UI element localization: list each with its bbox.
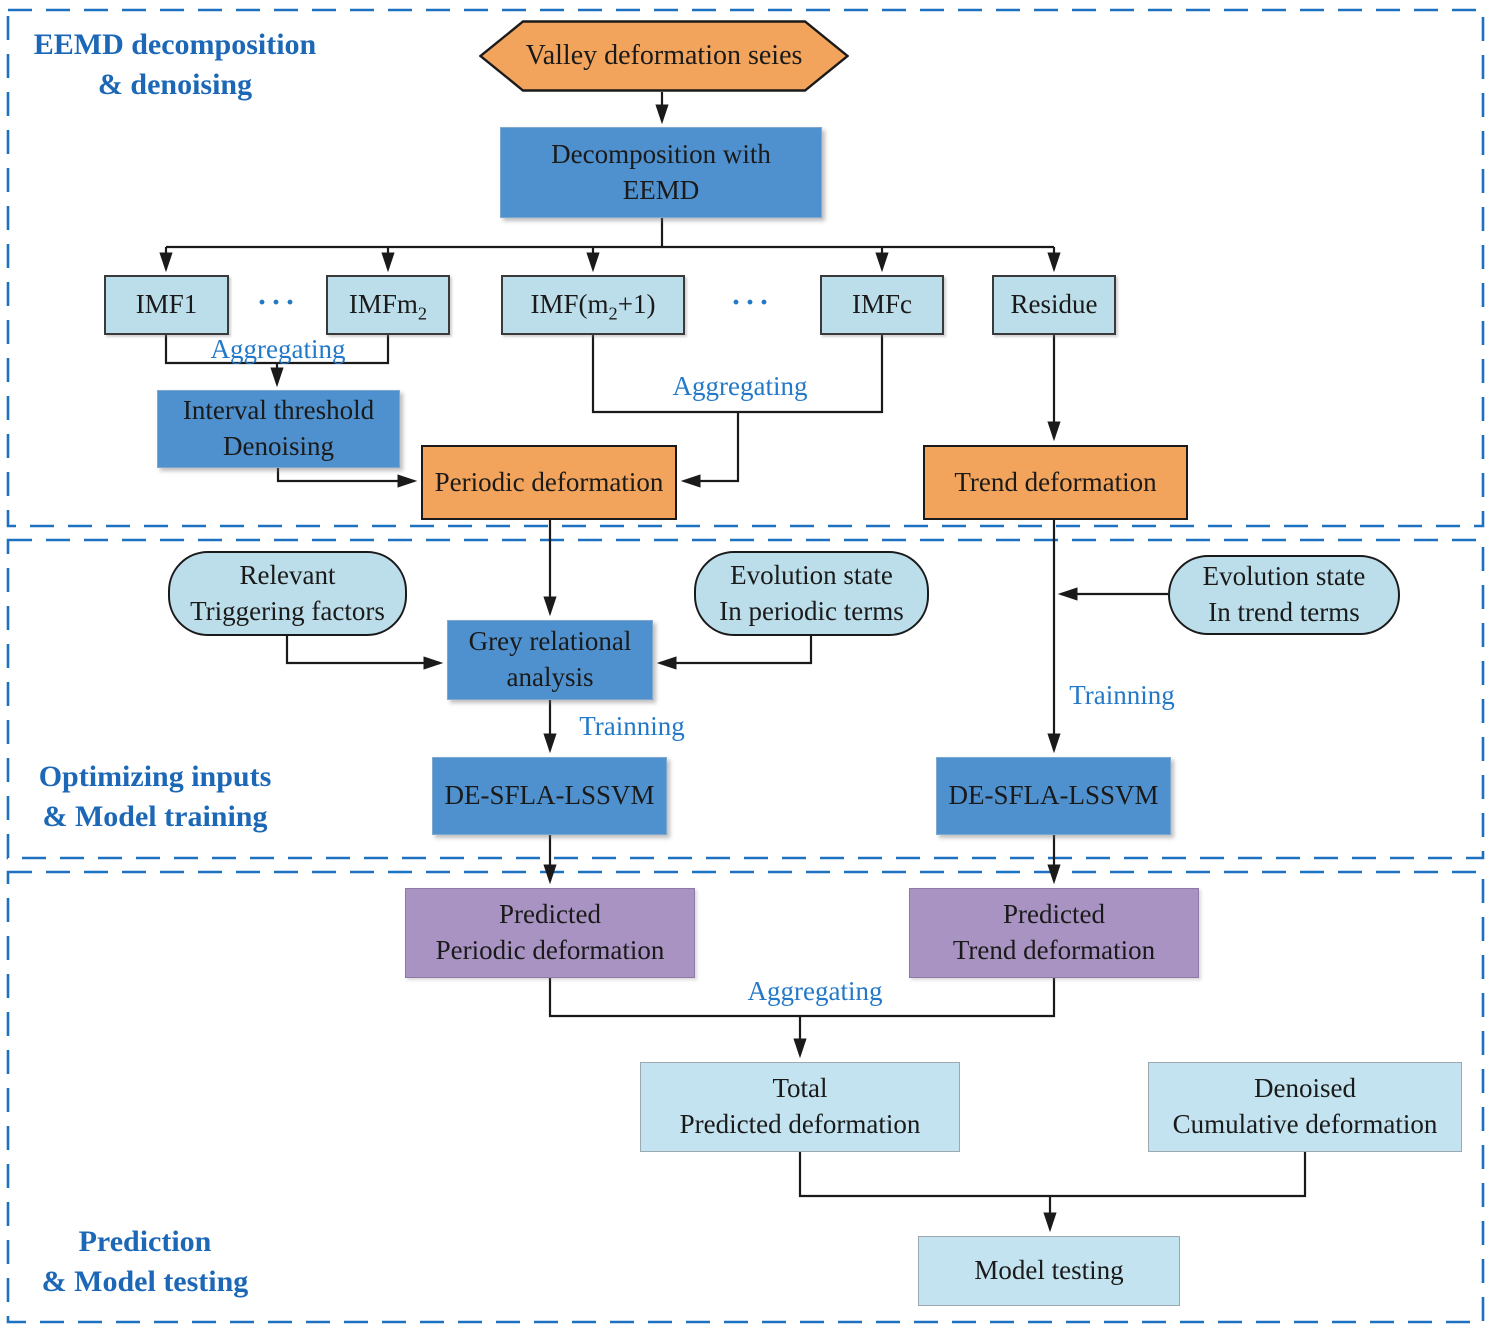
node-label: Model testing (974, 1255, 1124, 1286)
node-trend-deformation: Trend deformation (923, 445, 1188, 520)
section-label-line: & Model testing (41, 1264, 249, 1298)
node-label: Trend deformation (954, 466, 1157, 497)
wire-predicted-merge (548, 978, 1056, 1018)
node-imfm2: IMFm2 (326, 275, 450, 335)
section1-border (6, 8, 1485, 528)
node-label: DE-SFLA-LSSVM (948, 780, 1159, 811)
hexagon-shape (479, 20, 849, 92)
dots-text: ··· (730, 286, 773, 319)
node-label-line: Predicted (499, 899, 601, 930)
section-label-line: Prediction (78, 1225, 212, 1258)
wire-total-denoised-merge (798, 1152, 1307, 1198)
node-denoised-cumulative-deformation: Denoised Cumulative deformation (1148, 1062, 1462, 1152)
node-label: IMF(m2+1) (530, 289, 656, 324)
section2-border (6, 538, 1485, 860)
node-de-sfla-lssvm-left: DE-SFLA-LSSVM (432, 757, 667, 835)
node-predicted-periodic-deformation: Predicted Periodic deformation (405, 888, 695, 978)
ellipsis-dots-left: ··· (248, 286, 308, 319)
section-label-eemd: EEMD decomposition & denoising (15, 25, 335, 105)
node-imfc: IMFc (820, 275, 944, 335)
node-label-line: Decomposition with (551, 138, 771, 169)
label-aggregating-2: Aggregating (672, 370, 808, 401)
node-label-line: Relevant (239, 559, 336, 590)
ellipsis-dots-right: ··· (722, 286, 782, 319)
label-training-right: Trainning (1069, 679, 1175, 710)
label-aggregating-3: Aggregating (747, 975, 883, 1006)
section-label-line: Optimizing inputs (38, 760, 272, 793)
arrow-relevant-to-grey (285, 636, 444, 670)
node-label: Valley deformation seies (525, 39, 803, 71)
node-label: IMFc (852, 289, 912, 320)
arrow-aggregate-to-periodic (680, 412, 740, 488)
node-de-sfla-lssvm-right: DE-SFLA-LSSVM (936, 757, 1171, 835)
label-training-left: Trainning (579, 710, 685, 741)
node-label: DE-SFLA-LSSVM (444, 780, 655, 811)
node-imf1: IMF1 (104, 275, 229, 335)
node-label-line: Total (772, 1073, 828, 1104)
node-periodic-deformation: Periodic deformation (421, 445, 677, 520)
node-label-line: Denoising (223, 431, 334, 461)
node-label-line: analysis (506, 662, 594, 692)
node-label-line: Denoised (1254, 1073, 1356, 1104)
node-model-testing: Model testing (918, 1236, 1180, 1306)
node-label-line: Predicted (1003, 899, 1105, 930)
node-label-line: Interval threshold (182, 395, 375, 426)
node-label-line: Trend deformation (952, 935, 1156, 965)
node-label-line: Cumulative deformation (1172, 1109, 1438, 1139)
node-label: IMF1 (135, 289, 198, 320)
section-label-line: & denoising (97, 67, 253, 101)
section-label-prediction: Prediction & Model testing (15, 1222, 275, 1302)
arrow-evoperiodic-to-grey (656, 636, 813, 670)
node-predicted-trend-deformation: Predicted Trend deformation (909, 888, 1199, 978)
node-label-line: Triggering factors (190, 595, 385, 626)
node-evolution-state-trend: Evolution state In trend terms (1168, 555, 1400, 635)
section-label-line: & Model training (42, 799, 268, 833)
node-total-predicted-deformation: Total Predicted deformation (640, 1062, 960, 1152)
section-label-line: EEMD decomposition (33, 28, 317, 61)
node-label-line: Predicted deformation (679, 1109, 921, 1139)
node-label: Residue (1010, 289, 1098, 320)
node-label: IMFm2 (348, 289, 428, 324)
node-label-line: Evolution state (1202, 561, 1366, 592)
node-label-line: EEMD (622, 174, 700, 205)
node-valley-deformation-series: Valley deformation seies (479, 20, 849, 92)
node-label-line: Periodic deformation (435, 935, 665, 965)
node-label-line: Evolution state (730, 559, 893, 590)
node-label-line: Grey relational (468, 626, 632, 657)
dots-text: ··· (256, 286, 299, 319)
node-residue: Residue (992, 275, 1116, 335)
node-label-line: In trend terms (1208, 597, 1360, 627)
section-label-optimizing: Optimizing inputs & Model training (15, 757, 295, 837)
node-imfm2-plus-1: IMF(m2+1) (501, 275, 685, 335)
node-evolution-state-periodic: Evolution state In periodic terms (694, 551, 929, 636)
arrow-interval-to-periodic (276, 468, 418, 488)
node-interval-threshold-denoising: Interval threshold Denoising (157, 390, 400, 468)
node-relevant-triggering-factors: Relevant Triggering factors (168, 551, 407, 636)
node-label-line: In periodic terms (719, 595, 904, 626)
node-decomposition-eemd: Decomposition with EEMD (500, 127, 822, 218)
node-grey-relational-analysis: Grey relational analysis (447, 620, 653, 700)
label-aggregating-1: Aggregating (210, 333, 346, 364)
node-label: Periodic deformation (434, 466, 664, 497)
section3-border (6, 870, 1485, 1324)
